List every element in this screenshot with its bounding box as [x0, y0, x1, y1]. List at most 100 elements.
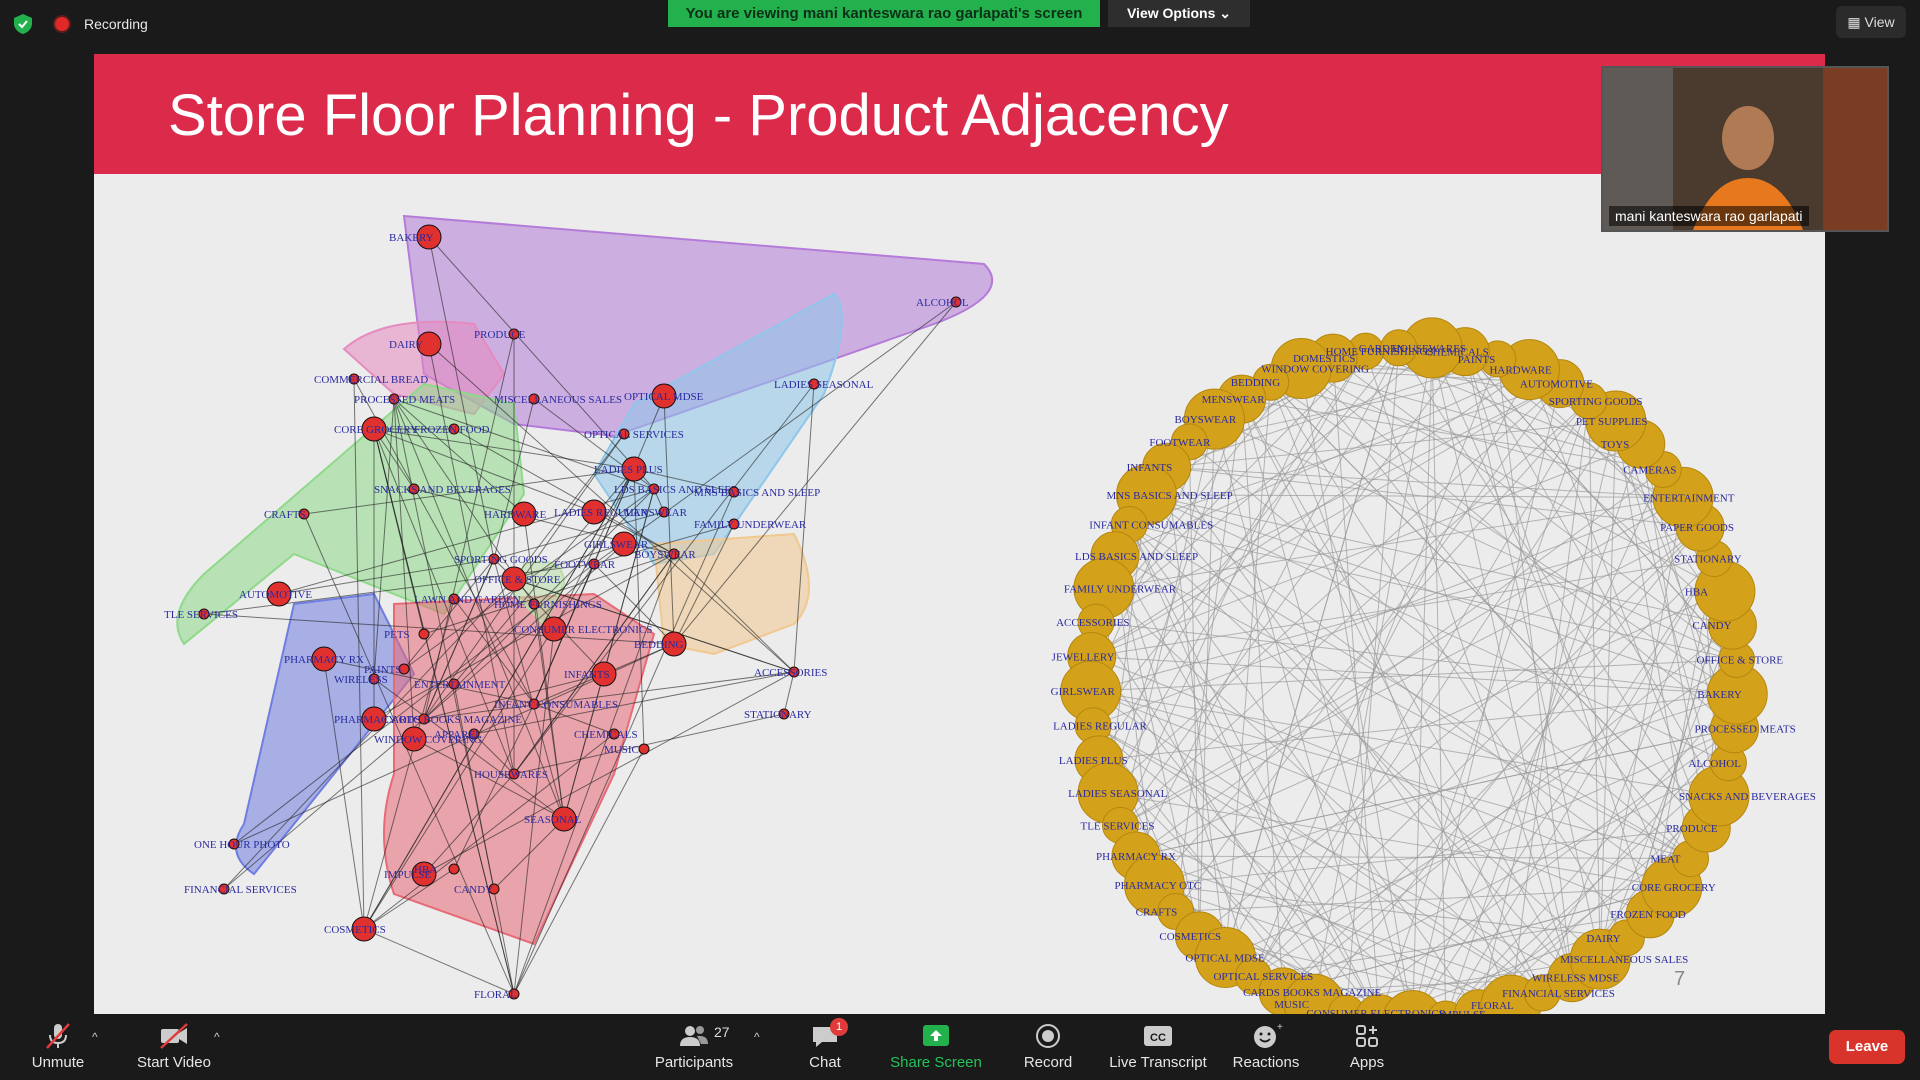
left-graph-label: ONE HOUR PHOTO: [194, 839, 290, 851]
left-graph-edge: [473, 733, 515, 775]
left-graph-edge: [513, 491, 735, 995]
right-graph-edge: [1103, 588, 1543, 994]
right-graph-edge: [1154, 827, 1707, 886]
left-graph-edge: [593, 523, 735, 565]
left-graph-label: CORE GROCERY: [334, 424, 418, 436]
left-graph-edge: [513, 628, 555, 995]
right-graph-label: BAKERY: [1697, 689, 1742, 701]
left-graph-edge: [393, 398, 655, 490]
right-graph-label: MEAT: [1651, 854, 1681, 866]
participants-caret-icon[interactable]: ^: [754, 1030, 760, 1044]
right-graph-edge: [1135, 590, 1726, 857]
left-graph-label: ALCOHOL: [916, 297, 969, 309]
right-graph-label: INFANTS: [1127, 462, 1173, 474]
right-graph-edge: [1092, 347, 1400, 727]
right-graph-edge: [1270, 381, 1738, 695]
leave-button[interactable]: Leave: [1829, 1030, 1905, 1064]
left-graph-node: [551, 806, 577, 832]
record-button[interactable]: Record: [1018, 1022, 1078, 1071]
left-graph-label: HOUSEWARES: [474, 769, 548, 781]
right-graph-label: LADIES SEASONAL: [1068, 788, 1168, 800]
participants-count: 27: [714, 1024, 730, 1040]
video-options-caret-icon[interactable]: ^: [214, 1030, 220, 1044]
left-graph-node: [501, 566, 527, 592]
left-graph-edge: [673, 553, 795, 673]
view-options-button[interactable]: View Options ⌄: [1108, 0, 1250, 27]
left-graph-label: PHARMACY RX: [284, 654, 364, 666]
right-graph-edge: [1464, 351, 1651, 914]
right-graph-label: CRAFTS: [1136, 907, 1178, 919]
right-graph-edge: [1146, 494, 1729, 764]
audio-options-caret-icon[interactable]: ^: [92, 1030, 98, 1044]
right-graph-edge: [1198, 419, 1215, 936]
left-graph-label: INFANT CONSUMABLES: [494, 699, 618, 711]
left-graph-node: [668, 548, 680, 560]
left-graph-node: [418, 628, 430, 640]
left-graph-label: HOME FURNISHINGS: [494, 599, 602, 611]
left-graph-node: [488, 883, 500, 895]
left-graph-edge: [373, 428, 515, 775]
share-screen-button[interactable]: Share Screen: [888, 1022, 984, 1071]
right-graph-edge: [1510, 400, 1590, 1006]
left-graph-label: HARDWARE: [484, 509, 547, 521]
left-graph-edge: [793, 383, 815, 673]
right-graph-label: FINANCIAL SERVICES: [1502, 988, 1615, 1000]
participants-label: Participants: [654, 1054, 734, 1071]
right-graph-label: OPTICAL MDSE: [1185, 952, 1265, 964]
svg-text:+: +: [1277, 1022, 1283, 1033]
start-video-label: Start Video: [137, 1054, 211, 1071]
right-graph-label: PHARMACY OTC: [1114, 880, 1201, 892]
right-graph-edge: [1478, 420, 1617, 1014]
recording-icon[interactable]: [55, 17, 69, 31]
left-graph-node: [511, 501, 537, 527]
apps-label: Apps: [1349, 1054, 1385, 1071]
left-graph-node: [448, 423, 460, 435]
left-graph-label: FAMILY UNDERWEAR: [694, 519, 807, 531]
left-graph-edge: [423, 543, 625, 720]
left-graph-label: LADIES SEASONAL: [774, 379, 874, 391]
right-graph-edge: [1120, 400, 1590, 826]
right-graph-edge: [1092, 725, 1543, 994]
apps-button[interactable]: Apps: [1342, 1022, 1392, 1071]
start-video-button[interactable]: Start Video: [132, 1022, 216, 1071]
live-transcript-label: Live Transcript: [1109, 1054, 1207, 1071]
left-graph-edge: [423, 671, 795, 720]
left-graph-label: WINDOW COVERING: [374, 734, 482, 746]
right-graph-label: PET SUPPLIES: [1576, 416, 1648, 428]
right-graph-edge: [1096, 621, 1738, 695]
left-graph-label: LADIES PLUS: [594, 464, 663, 476]
left-graph-edge: [473, 671, 795, 735]
left-graph-label: IMPULSE: [384, 869, 431, 881]
view-button[interactable]: ▦ View: [1836, 6, 1906, 38]
right-graph-label: INFANT CONSUMABLES: [1089, 519, 1213, 531]
participants-button[interactable]: Participants: [648, 1022, 740, 1071]
unmute-button[interactable]: Unmute: [22, 1022, 94, 1071]
cluster-hull-0: [402, 214, 994, 438]
right-graph-label: STATIONARY: [1674, 554, 1742, 566]
right-graph-label: CHEMICALS: [1425, 347, 1489, 359]
right-graph-edge: [1414, 469, 1664, 1014]
left-graph-label: FOOTWEAR: [554, 559, 616, 571]
chevron-down-icon: ⌄: [1219, 5, 1232, 21]
left-graph-label: TLE SERVICES: [164, 609, 238, 621]
shared-slide: Store Floor Planning - Product Adjacency…: [94, 54, 1825, 1014]
left-graph-edge: [513, 553, 675, 775]
right-graph-label: SPORTING GOODS: [1549, 396, 1643, 408]
right-graph-edge: [1091, 443, 1641, 657]
left-graph-node: [266, 581, 292, 607]
presenter-video-tile[interactable]: mani kanteswara rao garlapati: [1601, 66, 1889, 232]
right-graph-label: FOOTWEAR: [1149, 437, 1211, 449]
right-graph-edge: [1541, 558, 1715, 994]
live-transcript-button[interactable]: CC Live Transcript: [1106, 1022, 1210, 1071]
right-graph-label: WIRELESS MDSE: [1532, 973, 1619, 985]
apps-icon: [1356, 1025, 1378, 1047]
security-shield-icon[interactable]: [14, 14, 32, 34]
right-graph-edge: [1091, 369, 1530, 657]
right-graph-edge: [1412, 347, 1433, 1014]
smiley-face-icon: +: [1254, 1022, 1283, 1048]
view-options-label: View Options: [1126, 5, 1216, 21]
right-graph-edge: [1241, 399, 1412, 1014]
reactions-button[interactable]: + Reactions: [1230, 1022, 1302, 1071]
left-graph-node: [198, 608, 210, 620]
